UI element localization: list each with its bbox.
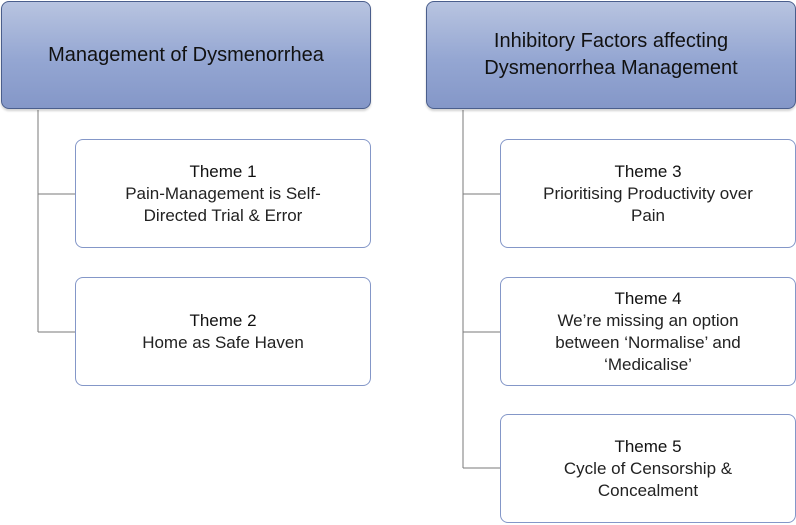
header-inhibitory-label: Inhibitory Factors affecting Dysmenorrhe… — [484, 30, 738, 79]
theme-description: We’re missing an option between ‘Normali… — [555, 310, 741, 374]
header-management: Management of Dysmenorrhea — [1, 1, 371, 109]
header-management-label: Management of Dysmenorrhea — [48, 43, 324, 66]
theme-title: Theme 5 — [614, 436, 682, 456]
theme-description: Home as Safe Haven — [142, 332, 304, 352]
theme-title: Theme 1 — [189, 161, 257, 181]
theme-title: Theme 4 — [614, 288, 682, 308]
theme-box-4: Theme 4 We’re missing an option between … — [500, 277, 796, 386]
theme-description: Prioritising Productivity over Pain — [543, 183, 753, 225]
theme-box-2: Theme 2 Home as Safe Haven — [75, 277, 371, 386]
theme-box-1: Theme 1 Pain-Management is Self- Directe… — [75, 139, 371, 248]
theme-box-3: Theme 3 Prioritising Productivity over P… — [500, 139, 796, 248]
theme-box-5: Theme 5 Cycle of Censorship & Concealmen… — [500, 414, 796, 523]
theme-description: Pain-Management is Self- Directed Trial … — [125, 183, 321, 225]
theme-title: Theme 2 — [189, 310, 257, 330]
theme-description: Cycle of Censorship & Concealment — [563, 458, 733, 500]
theme-title: Theme 3 — [614, 161, 682, 181]
header-inhibitory-factors: Inhibitory Factors affecting Dysmenorrhe… — [426, 1, 796, 109]
